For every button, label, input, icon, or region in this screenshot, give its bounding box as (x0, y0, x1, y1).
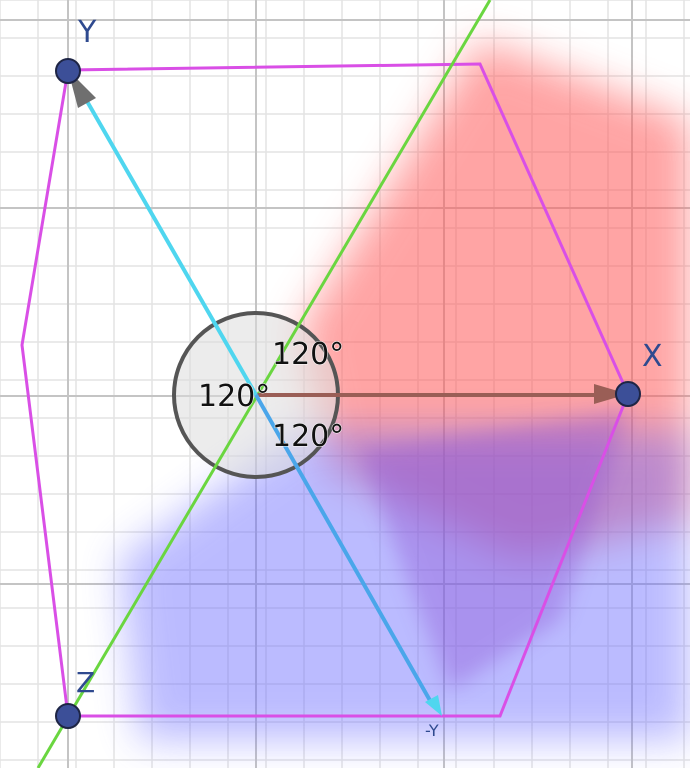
purple-overlap (360, 410, 630, 690)
label-z: Z (76, 666, 95, 699)
angle-label-lower: 120° (272, 419, 344, 454)
hexagon-outline (20, 62, 630, 718)
point-z[interactable] (55, 703, 81, 729)
point-y[interactable] (55, 58, 81, 84)
green-line[interactable] (36, 0, 492, 768)
angle-label-left: 120° (198, 379, 270, 414)
label-x: X (642, 339, 663, 374)
x-arrow-head-icon (594, 384, 628, 404)
label-y: Y (77, 15, 97, 50)
angle-label-upper: 120° (272, 337, 344, 372)
point-x[interactable] (615, 381, 641, 407)
y-vector[interactable] (82, 95, 258, 396)
label-neg-y: -Y (425, 721, 439, 740)
neg-y-vector[interactable] (254, 394, 434, 705)
neg-y-arrow-head-icon (425, 695, 442, 716)
